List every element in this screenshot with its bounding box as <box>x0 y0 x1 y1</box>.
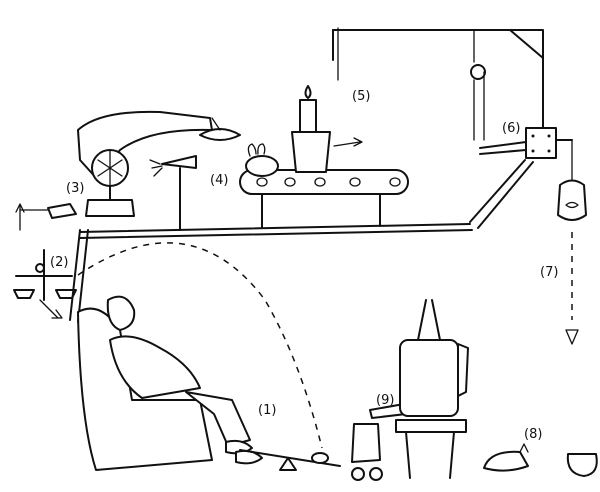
roller-skate-robot <box>351 403 407 481</box>
label-step-5: (5) <box>352 89 370 104</box>
carrot-stand <box>149 155 197 231</box>
label-step-4: (4) <box>210 173 228 188</box>
label-step-7: (7) <box>540 265 558 280</box>
conveyor-belt <box>239 169 409 229</box>
main-shelf <box>79 223 473 239</box>
left-post <box>69 229 89 323</box>
trajectory-arc <box>77 242 323 449</box>
fan <box>85 149 135 217</box>
label-step-3: (3) <box>66 181 84 196</box>
armchair-man <box>77 295 263 471</box>
tv-chair <box>395 299 469 479</box>
sleeping-cat <box>483 443 529 472</box>
bunny <box>245 143 279 177</box>
label-step-1: (1) <box>258 403 276 418</box>
crane-frame <box>332 27 544 141</box>
fish-bag <box>557 139 587 345</box>
label-step-2: (2) <box>50 255 68 270</box>
candle-stand <box>291 85 363 173</box>
hood-and-glove <box>77 110 241 181</box>
pointing-hand-upper <box>15 203 77 231</box>
label-step-9: (9) <box>376 393 394 408</box>
fish-bowl <box>566 453 598 477</box>
ramp <box>469 159 534 229</box>
seesaw <box>239 449 341 471</box>
gear-box <box>479 127 573 159</box>
label-step-8: (8) <box>524 427 542 442</box>
label-step-6: (6) <box>502 121 520 136</box>
balance-scale <box>13 249 77 319</box>
